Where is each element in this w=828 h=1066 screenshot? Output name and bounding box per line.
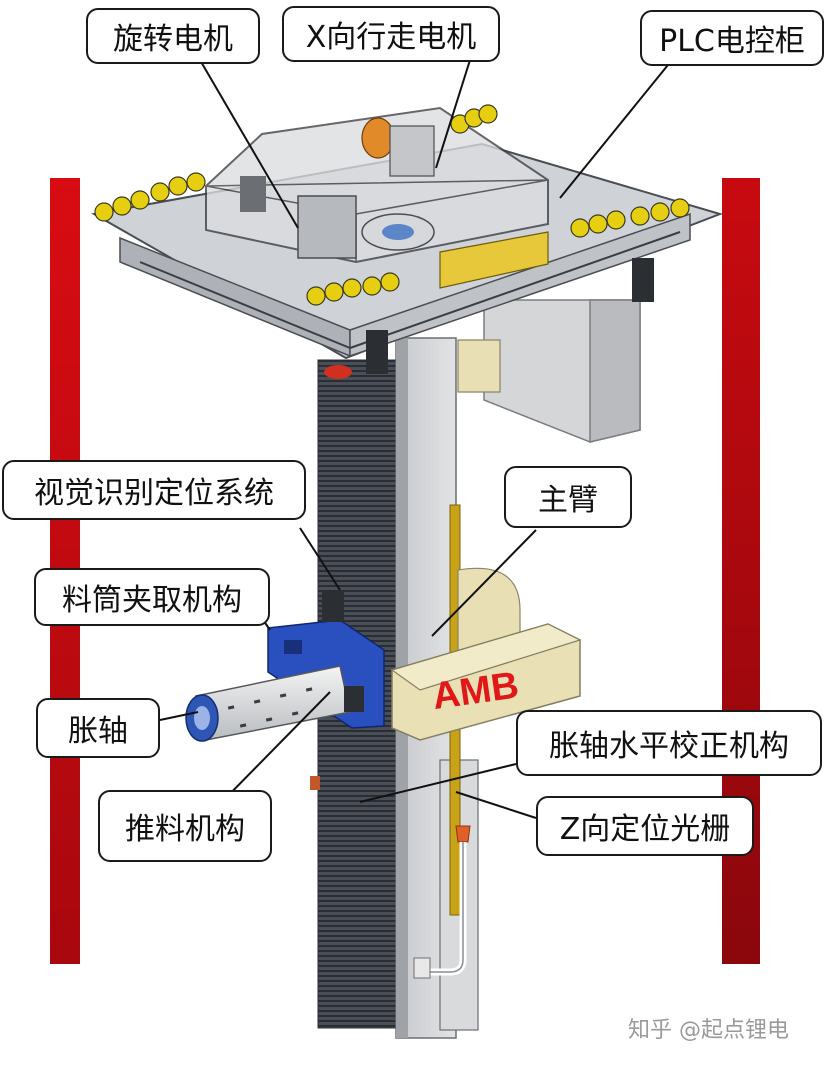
wheel-cluster-rear <box>450 104 498 134</box>
label-x-travel-motor: X向行走电机 <box>282 6 500 62</box>
label-expanding-shaft: 胀轴 <box>36 698 160 758</box>
label-pusher: 推料机构 <box>98 790 272 862</box>
wheel-cluster-front <box>306 272 400 306</box>
label-main-arm: 主臂 <box>504 466 632 528</box>
translucent-cover <box>205 106 549 264</box>
label-reel-gripper: 料筒夹取机构 <box>34 568 270 626</box>
watermark: 知乎 @起点锂电 <box>628 1018 789 1043</box>
rear-cabinet-block <box>483 299 641 443</box>
internal-motors <box>240 117 435 259</box>
label-shaft-leveling: 胀轴水平校正机构 <box>516 710 822 776</box>
counterweight-block <box>457 339 521 651</box>
grating-sensor <box>413 825 471 979</box>
cream-arm: AMB <box>390 623 582 741</box>
wheel-cluster-right <box>570 198 690 238</box>
side-bracket <box>310 776 320 790</box>
expanding-shaft-drawing <box>185 665 364 742</box>
label-rotary-motor: 旋转电机 <box>86 8 260 64</box>
wheel-cluster-left <box>94 172 206 222</box>
label-plc-cabinet: PLC电控柜 <box>640 10 824 66</box>
label-z-grating: Z向定位光栅 <box>536 796 754 856</box>
label-vision-system: 视觉识别定位系统 <box>2 460 306 520</box>
leader-lines <box>159 59 673 819</box>
